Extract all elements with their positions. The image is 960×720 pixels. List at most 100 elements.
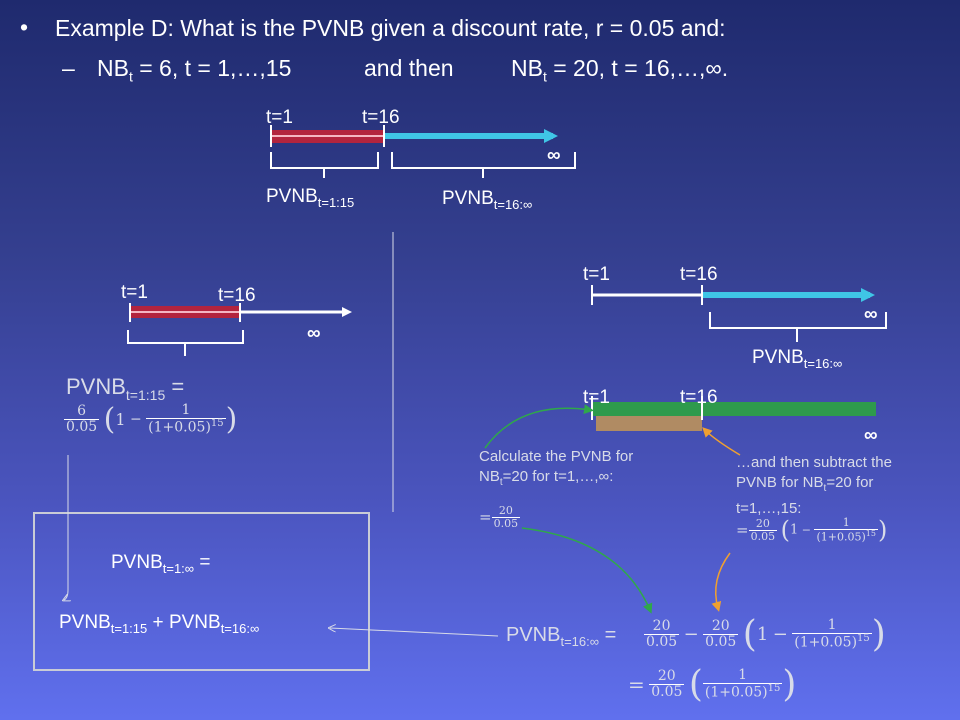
den-rate: 0.05 [649, 684, 685, 700]
infinity-top: ∞ [547, 145, 561, 166]
equals: = [479, 508, 492, 527]
calc-line2: NBt=20 for t=1,…,∞: [479, 467, 633, 493]
top-timeline [270, 125, 576, 178]
subscript: t=1:15 [317, 195, 355, 210]
rparen: ) [782, 664, 797, 705]
lparen: ( [780, 516, 790, 544]
subtract-line2-rest: =20 for [826, 474, 874, 491]
orange-arrow-2 [711, 552, 731, 612]
subscript: t=16:∞ [220, 621, 260, 636]
den-rate: 0.05 [703, 634, 739, 650]
sub-bullet-dash: – [62, 55, 75, 81]
subscript: t=1:15 [110, 621, 148, 636]
minus: − [683, 624, 699, 645]
rparen: ) [877, 516, 888, 544]
den-base: (1+0.05) [704, 684, 768, 701]
label-t1-right1: t=1 [583, 264, 610, 285]
pvnb-text: PVNB [59, 612, 111, 633]
num-one: 1 [842, 516, 850, 530]
pvnb-text: PVNB [111, 552, 163, 573]
pvnb-1-15-formula-label: PVNBt=1:15 = [66, 374, 184, 403]
pvnb-text: PVNB [266, 186, 318, 207]
minus: − [801, 523, 811, 537]
num-twenty: 20 [657, 668, 676, 685]
pvnb-sum-expression: PVNBt=1:15 + PVNBt=16:∞ [59, 612, 259, 636]
subtract-line3: t=1,…,15: [736, 500, 802, 517]
subtract-line1: …and then subtract the [736, 454, 892, 471]
num-twenty: 20 [711, 618, 730, 635]
pvnb-text: PVNB [506, 624, 561, 646]
equals: = [604, 624, 617, 646]
den-base: (1+0.05) [816, 530, 866, 544]
subtract-note: …and then subtract the PVNB for NBt=20 f… [736, 453, 892, 519]
label-t1-top: t=1 [266, 107, 293, 128]
label-t1-left: t=1 [121, 282, 148, 303]
pvnb-1-15-top: PVNBt=1:15 [266, 186, 354, 210]
left-arrow-to-box [330, 628, 499, 637]
t-subscript: t [128, 68, 133, 85]
infinity-right1: ∞ [864, 304, 878, 325]
and-then-text: and then [364, 55, 454, 81]
den-base: (1+0.05) [148, 419, 211, 436]
nb-text: NB [479, 468, 500, 485]
equals: = [199, 552, 211, 573]
den-rate: 0.05 [644, 634, 680, 650]
subscript: t=16:∞ [560, 634, 600, 649]
num-twenty: 20 [652, 618, 671, 635]
rparen: ) [871, 614, 886, 655]
bullet-point: • [20, 14, 29, 40]
pvnb-16-inf-right: PVNBt=16:∞ [752, 347, 842, 371]
lparen: ( [688, 664, 703, 705]
label-t16-left: t=16 [218, 285, 256, 306]
lparen: ( [103, 402, 116, 437]
num-one: 1 [181, 402, 191, 419]
nb-range-2: = 20, t = 16,…,∞. [546, 55, 729, 81]
equals: = [736, 521, 749, 539]
subscript: t=16:∞ [493, 197, 533, 212]
down-arrow-left [64, 455, 68, 600]
nb-text: NB [511, 55, 543, 81]
t-subscript: t [499, 477, 503, 488]
brace-top-1 [270, 152, 379, 169]
green-arrow-1 [484, 404, 594, 449]
den-rate: 0.05 [491, 516, 521, 530]
example-title: Example D: What is the PVNB given a disc… [55, 15, 726, 41]
num-twenty: 20 [498, 504, 513, 517]
green-bar [592, 402, 876, 416]
pvnb-1-inf-label: PVNBt=1:∞ = [111, 552, 210, 576]
subscript: t=1:∞ [162, 561, 195, 576]
tan-bar [596, 416, 702, 431]
infinity-left: ∞ [307, 323, 321, 344]
exponent: 15 [767, 683, 781, 695]
label-t16-right2: t=16 [680, 387, 718, 408]
one: 1 [789, 522, 799, 538]
pvnb-16-inf-top: PVNBt=16:∞ [442, 188, 532, 212]
num-twenty: 20 [755, 516, 770, 530]
calc-note: Calculate the PVNB for NBt=20 for t=1,…,… [479, 447, 633, 493]
green-arrow-2 [521, 527, 653, 614]
sum-box [33, 512, 370, 671]
minus: − [129, 411, 142, 428]
left-timeline [127, 303, 352, 356]
exponent: 15 [865, 528, 876, 538]
minus: − [772, 624, 788, 645]
t-subscript: t [823, 483, 827, 494]
one: 1 [115, 410, 126, 429]
rparen: ) [225, 402, 238, 437]
lparen: ( [742, 614, 757, 655]
subtract-line2: PVNB for NBt=20 for [736, 473, 892, 499]
den-base: (1+0.05) [794, 634, 858, 651]
pvnb-text: PVNB [66, 374, 126, 399]
pvnb-16-inf-formula-label: PVNBt=16:∞ = [506, 624, 616, 649]
orange-arrow-1 [702, 427, 741, 456]
den-rate: 0.05 [748, 529, 778, 543]
exponent: 15 [210, 418, 224, 430]
num-six: 6 [77, 403, 87, 420]
nb-definition-2: NBt = 20, t = 16,…,∞. [511, 55, 728, 85]
